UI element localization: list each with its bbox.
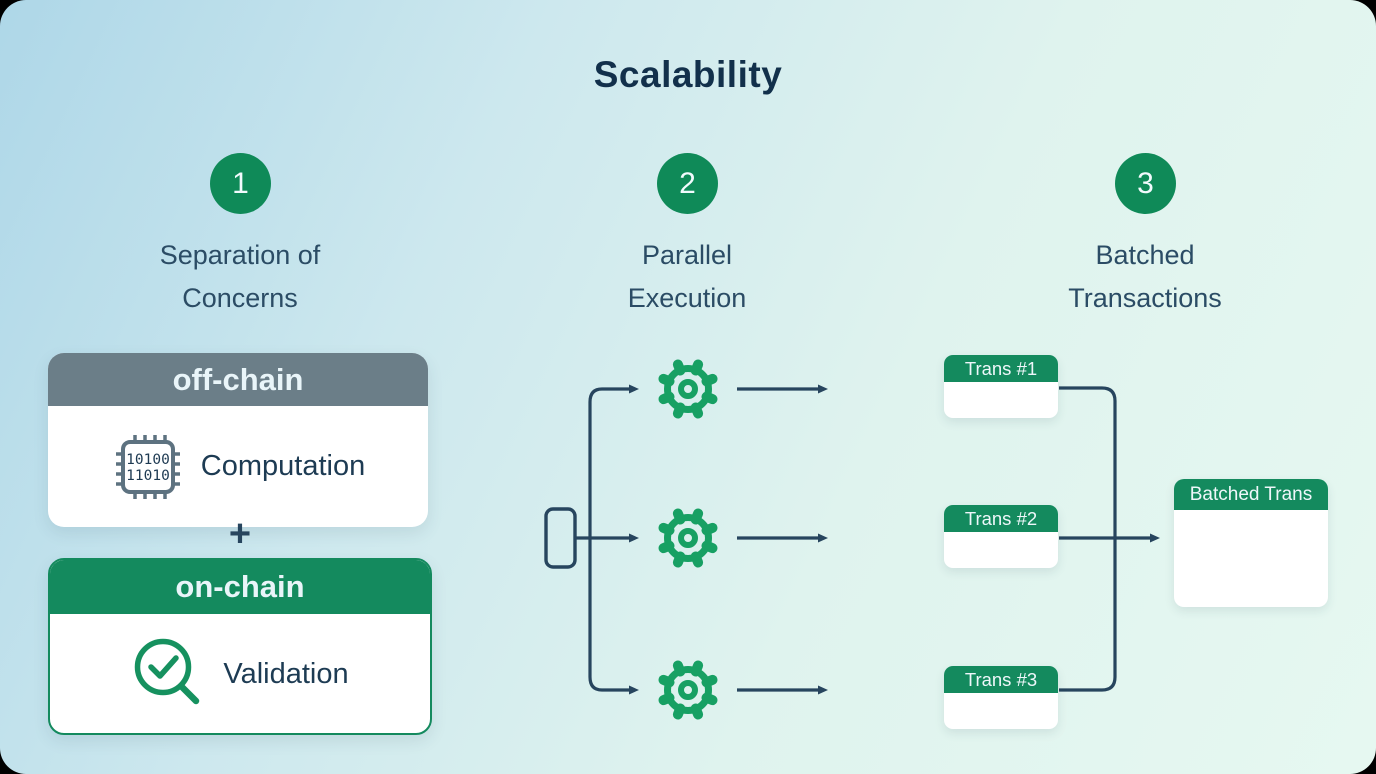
- cpu-chip-icon: 10100 11010: [115, 434, 180, 499]
- on-chain-body: Validation: [50, 614, 430, 733]
- step-1-label: Separation of Concerns: [80, 234, 400, 320]
- off-chain-body: 10100 11010 Computation: [48, 406, 428, 527]
- off-chain-panel: off-chain 10100 11010 Computation: [48, 353, 428, 527]
- step-1-label-line1: Separation of: [159, 240, 321, 270]
- chip-binary-line2: 11010: [126, 468, 170, 484]
- step-1-label-line2: Concerns: [182, 283, 298, 313]
- batched-trans-header: Batched Trans: [1174, 479, 1328, 510]
- step-3-number-badge: 3: [1115, 153, 1176, 214]
- arrow-input-to-gear-3: [588, 538, 639, 695]
- step-1-number-badge: 1: [210, 153, 271, 214]
- on-chain-label: Validation: [223, 657, 349, 690]
- page-title: Scalability: [593, 54, 783, 95]
- step-3-label-line2: Transactions: [1068, 283, 1222, 313]
- input-block-shape: [544, 507, 577, 569]
- gear-icon-2: [664, 514, 713, 563]
- step-2-number-badge: 2: [657, 153, 718, 214]
- on-chain-header: on-chain: [50, 560, 430, 614]
- batched-trans-card: Batched Trans: [1174, 479, 1328, 607]
- trans-2-card: Trans #2: [944, 505, 1058, 568]
- trans-1-header: Trans #1: [944, 355, 1058, 382]
- step-1-number: 1: [232, 166, 249, 200]
- arrow-input-to-gear-1: [588, 384, 639, 538]
- chip-binary-line1: 10100: [126, 452, 170, 468]
- off-chain-label: Computation: [200, 450, 366, 482]
- gear-icon-1: [664, 365, 713, 414]
- off-chain-header: off-chain: [48, 353, 428, 406]
- trans-3-card: Trans #3: [944, 666, 1058, 729]
- trans-1-card: Trans #1: [944, 355, 1058, 418]
- gear-icon-3: [664, 666, 713, 715]
- step-3-label: Batched Transactions: [985, 234, 1305, 320]
- plus-sign: +: [228, 513, 252, 555]
- step-3-number: 3: [1137, 166, 1154, 200]
- magnifier-check-icon: [135, 638, 200, 705]
- on-chain-panel: on-chain Validation: [48, 558, 432, 735]
- step-2-number: 2: [679, 166, 696, 200]
- step-3-label-line1: Batched: [1095, 240, 1195, 270]
- trans-2-header: Trans #2: [944, 505, 1058, 532]
- step-2-label: Parallel Execution: [527, 234, 847, 320]
- trans-3-header: Trans #3: [944, 666, 1058, 693]
- step-2-label-line2: Execution: [627, 283, 747, 313]
- step-2-label-line1: Parallel: [641, 240, 733, 270]
